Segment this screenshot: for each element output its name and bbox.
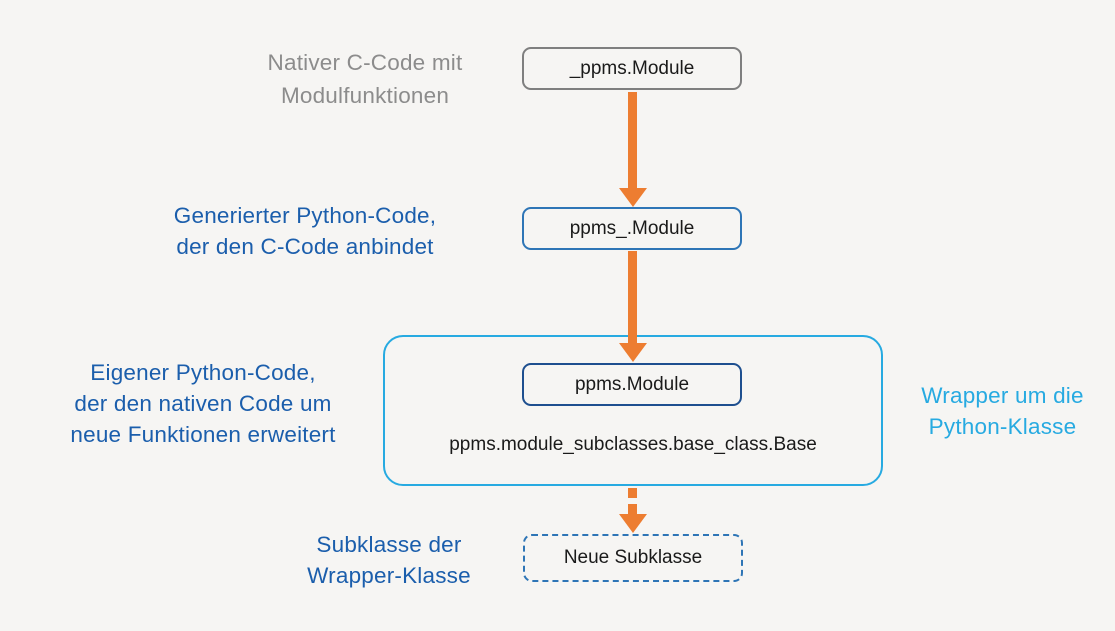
label-line: Wrapper um die	[921, 383, 1084, 408]
label-line: neue Funktionen erweitert	[70, 422, 336, 447]
arrow-down-head-icon	[619, 188, 647, 207]
label-line: Nativer C-Code mit	[267, 50, 463, 75]
label-generated-python-code: Generierter Python-Code, der den C-Code …	[145, 200, 465, 262]
arrow-down-head-icon	[619, 343, 647, 362]
node-new-subclass: Neue Subklasse	[523, 534, 743, 582]
label-line: Subklasse der	[316, 532, 462, 557]
node-label: _ppms.Module	[569, 57, 695, 79]
label-own-python-code: Eigener Python-Code, der den nativen Cod…	[33, 357, 373, 450]
node-label: Neue Subklasse	[563, 547, 703, 568]
label-line: der den C-Code anbindet	[176, 234, 434, 259]
label-line: Generierter Python-Code,	[173, 203, 437, 228]
label-line: der den nativen Code um	[74, 391, 332, 416]
node-generated-module: ppms_.Module	[522, 207, 742, 250]
node-label: ppms.Module	[574, 373, 690, 395]
label-subclass-wrapper-class: Subklasse der Wrapper-Klasse	[284, 529, 494, 591]
base-class-path-text: ppms.module_subclasses.base_class.Base	[449, 434, 817, 455]
label-native-c-code: Nativer C-Code mit Modulfunktionen	[225, 46, 505, 112]
node-native-module: _ppms.Module	[522, 47, 742, 90]
dashed-arrow-down-icon	[628, 488, 637, 514]
arrow-down-icon	[628, 251, 637, 344]
label-wrapper-python-class: Wrapper um die Python-Klasse	[890, 380, 1115, 442]
arrow-down-icon	[628, 92, 637, 189]
label-line: Eigener Python-Code,	[90, 360, 316, 385]
label-line: Python-Klasse	[928, 414, 1077, 439]
label-line: Modulfunktionen	[280, 83, 450, 108]
node-label: ppms_.Module	[569, 217, 695, 239]
dashed-arrow-down-head-icon	[619, 514, 647, 533]
node-wrapper-module: ppms.Module	[522, 363, 742, 406]
label-line: Wrapper-Klasse	[307, 563, 471, 588]
